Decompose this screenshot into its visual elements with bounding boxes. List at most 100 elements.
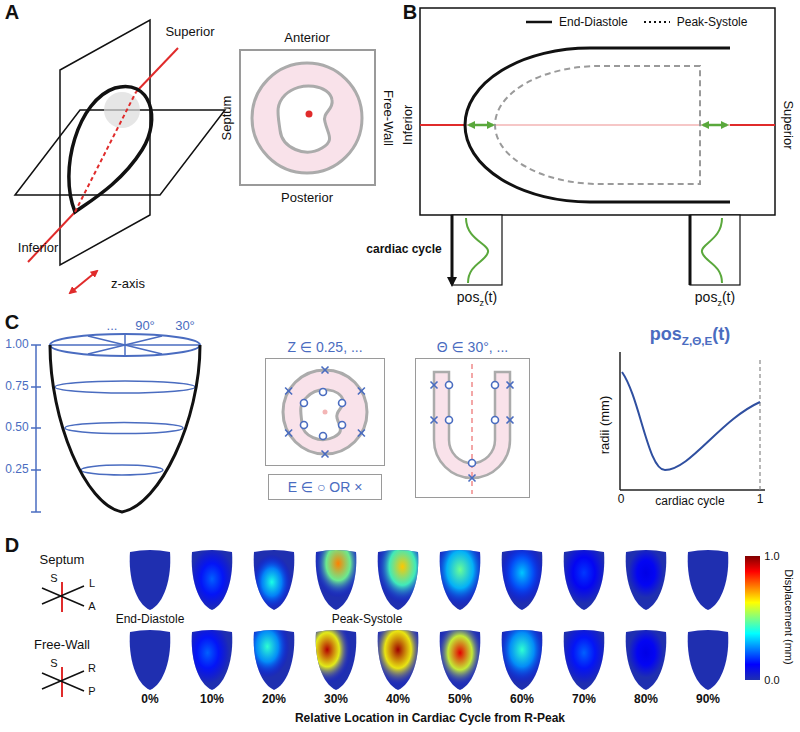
legend-item: End-Diastole (524, 15, 628, 29)
heart-map (376, 628, 420, 690)
legend-swatch (642, 17, 672, 27)
percent-label: 30% (324, 693, 348, 707)
axis-label: z-axis (111, 277, 145, 292)
tick-label: 0 (618, 493, 625, 507)
heart-map (314, 548, 358, 610)
math-text: pos (650, 324, 682, 344)
level-label: 0.75 (5, 380, 28, 394)
heart-map (128, 548, 172, 610)
level-label: 1.00 (5, 338, 28, 352)
colorbar-tick: 0.0 (764, 674, 779, 687)
tick-label: 1 (757, 493, 764, 507)
percent-label: 60% (510, 693, 534, 707)
legend-swatch (524, 17, 554, 27)
heart-map (624, 548, 668, 610)
math-label: posz(t) (695, 289, 735, 308)
endo-marker (492, 382, 499, 389)
direction-label: Posterior (281, 191, 333, 206)
heart-map (438, 628, 482, 690)
heart-map (500, 548, 544, 610)
epi-marker (285, 430, 292, 437)
math-text: (t) (712, 324, 730, 344)
axis-letter: S (50, 572, 57, 585)
colorbar-tick: 1.0 (764, 550, 779, 563)
epi-marker (507, 382, 514, 389)
direction-label: Septum (220, 96, 235, 141)
phase-label: Peak-Systole (332, 613, 403, 627)
endo-marker (339, 422, 346, 429)
panel-letter: C (5, 311, 19, 334)
math-text: (t) (722, 289, 735, 305)
percent-label: 10% (200, 693, 224, 707)
epi-marker (322, 367, 329, 374)
endo-marker (339, 400, 346, 407)
heart-map (562, 628, 606, 690)
heart-map (624, 628, 668, 690)
percent-label: 80% (634, 693, 658, 707)
axis-letter: A (88, 600, 95, 613)
heart-map (252, 548, 296, 610)
heart-map (686, 548, 730, 610)
subscript: z (717, 297, 722, 307)
axis-label: radii (mm) (598, 396, 613, 455)
subscript: Z,Θ,E (682, 333, 713, 346)
level-label: 0.50 (5, 421, 28, 435)
heart-map (190, 548, 234, 610)
box-heading: Θ ∈ 30°, ... (437, 339, 508, 355)
colorbar-title: Displacement (mm) (783, 569, 796, 664)
heart-map (190, 628, 234, 690)
angle-label: 30° (175, 319, 195, 334)
percent-label: 20% (262, 693, 286, 707)
direction-label: Free-Wall (381, 90, 396, 146)
axis-letter: L (89, 577, 95, 590)
angle-label: ... (107, 319, 118, 334)
direction-label: Superior (781, 100, 796, 149)
panel-letter: B (403, 1, 417, 24)
panel-letter: D (5, 534, 19, 557)
direction-label: Inferior (401, 105, 416, 145)
epi-marker (358, 388, 365, 395)
axis-letter: R (88, 662, 96, 675)
math-label: posz(t) (457, 289, 497, 308)
box-text: E ∈ ○ OR × (288, 479, 363, 495)
option-box: E ∈ ○ OR × (268, 474, 382, 500)
endo-marker (469, 460, 476, 467)
percent-label: 40% (386, 693, 410, 707)
heart-map (438, 548, 482, 610)
epi-marker (358, 430, 365, 437)
percent-label: 90% (696, 693, 720, 707)
sample-box: Z ∈ 0.25, ... (265, 358, 385, 466)
percent-label: 0% (141, 693, 158, 707)
endo-marker (446, 382, 453, 389)
math-text: (t) (484, 289, 497, 305)
heart-map (500, 628, 544, 690)
row-label: Free-Wall (34, 638, 90, 653)
endo-marker (492, 417, 499, 424)
direction-label: Inferior (18, 241, 58, 256)
angle-label: 90° (135, 319, 155, 334)
heart-map (376, 548, 420, 610)
math-label: posZ,Θ,E(t) (650, 324, 731, 347)
math-text: pos (695, 289, 718, 305)
legend-text: End-Diastole (559, 15, 628, 29)
legend-item: Peak-Systole (642, 15, 748, 29)
heart-map (128, 628, 172, 690)
legend: End-Diastole Peak-Systole (520, 15, 765, 29)
axis-letter: S (50, 657, 57, 670)
epi-marker (431, 382, 438, 389)
endo-marker (300, 422, 307, 429)
epi-marker (469, 475, 476, 482)
heart-map (314, 628, 358, 690)
axis-title: Relative Location in Cardiac Cycle from … (295, 712, 565, 726)
math-text: pos (457, 289, 480, 305)
row-label: Septum (40, 553, 85, 568)
direction-label: Anterior (284, 31, 330, 46)
heart-map (562, 548, 606, 610)
sample-box: Θ ∈ 30°, ... (415, 358, 530, 498)
endo-marker (300, 400, 307, 407)
subscript: z (479, 297, 484, 307)
epi-marker (322, 451, 329, 458)
legend-text: Peak-Systole (677, 15, 748, 29)
epi-marker (431, 417, 438, 424)
percent-label: 50% (448, 693, 472, 707)
